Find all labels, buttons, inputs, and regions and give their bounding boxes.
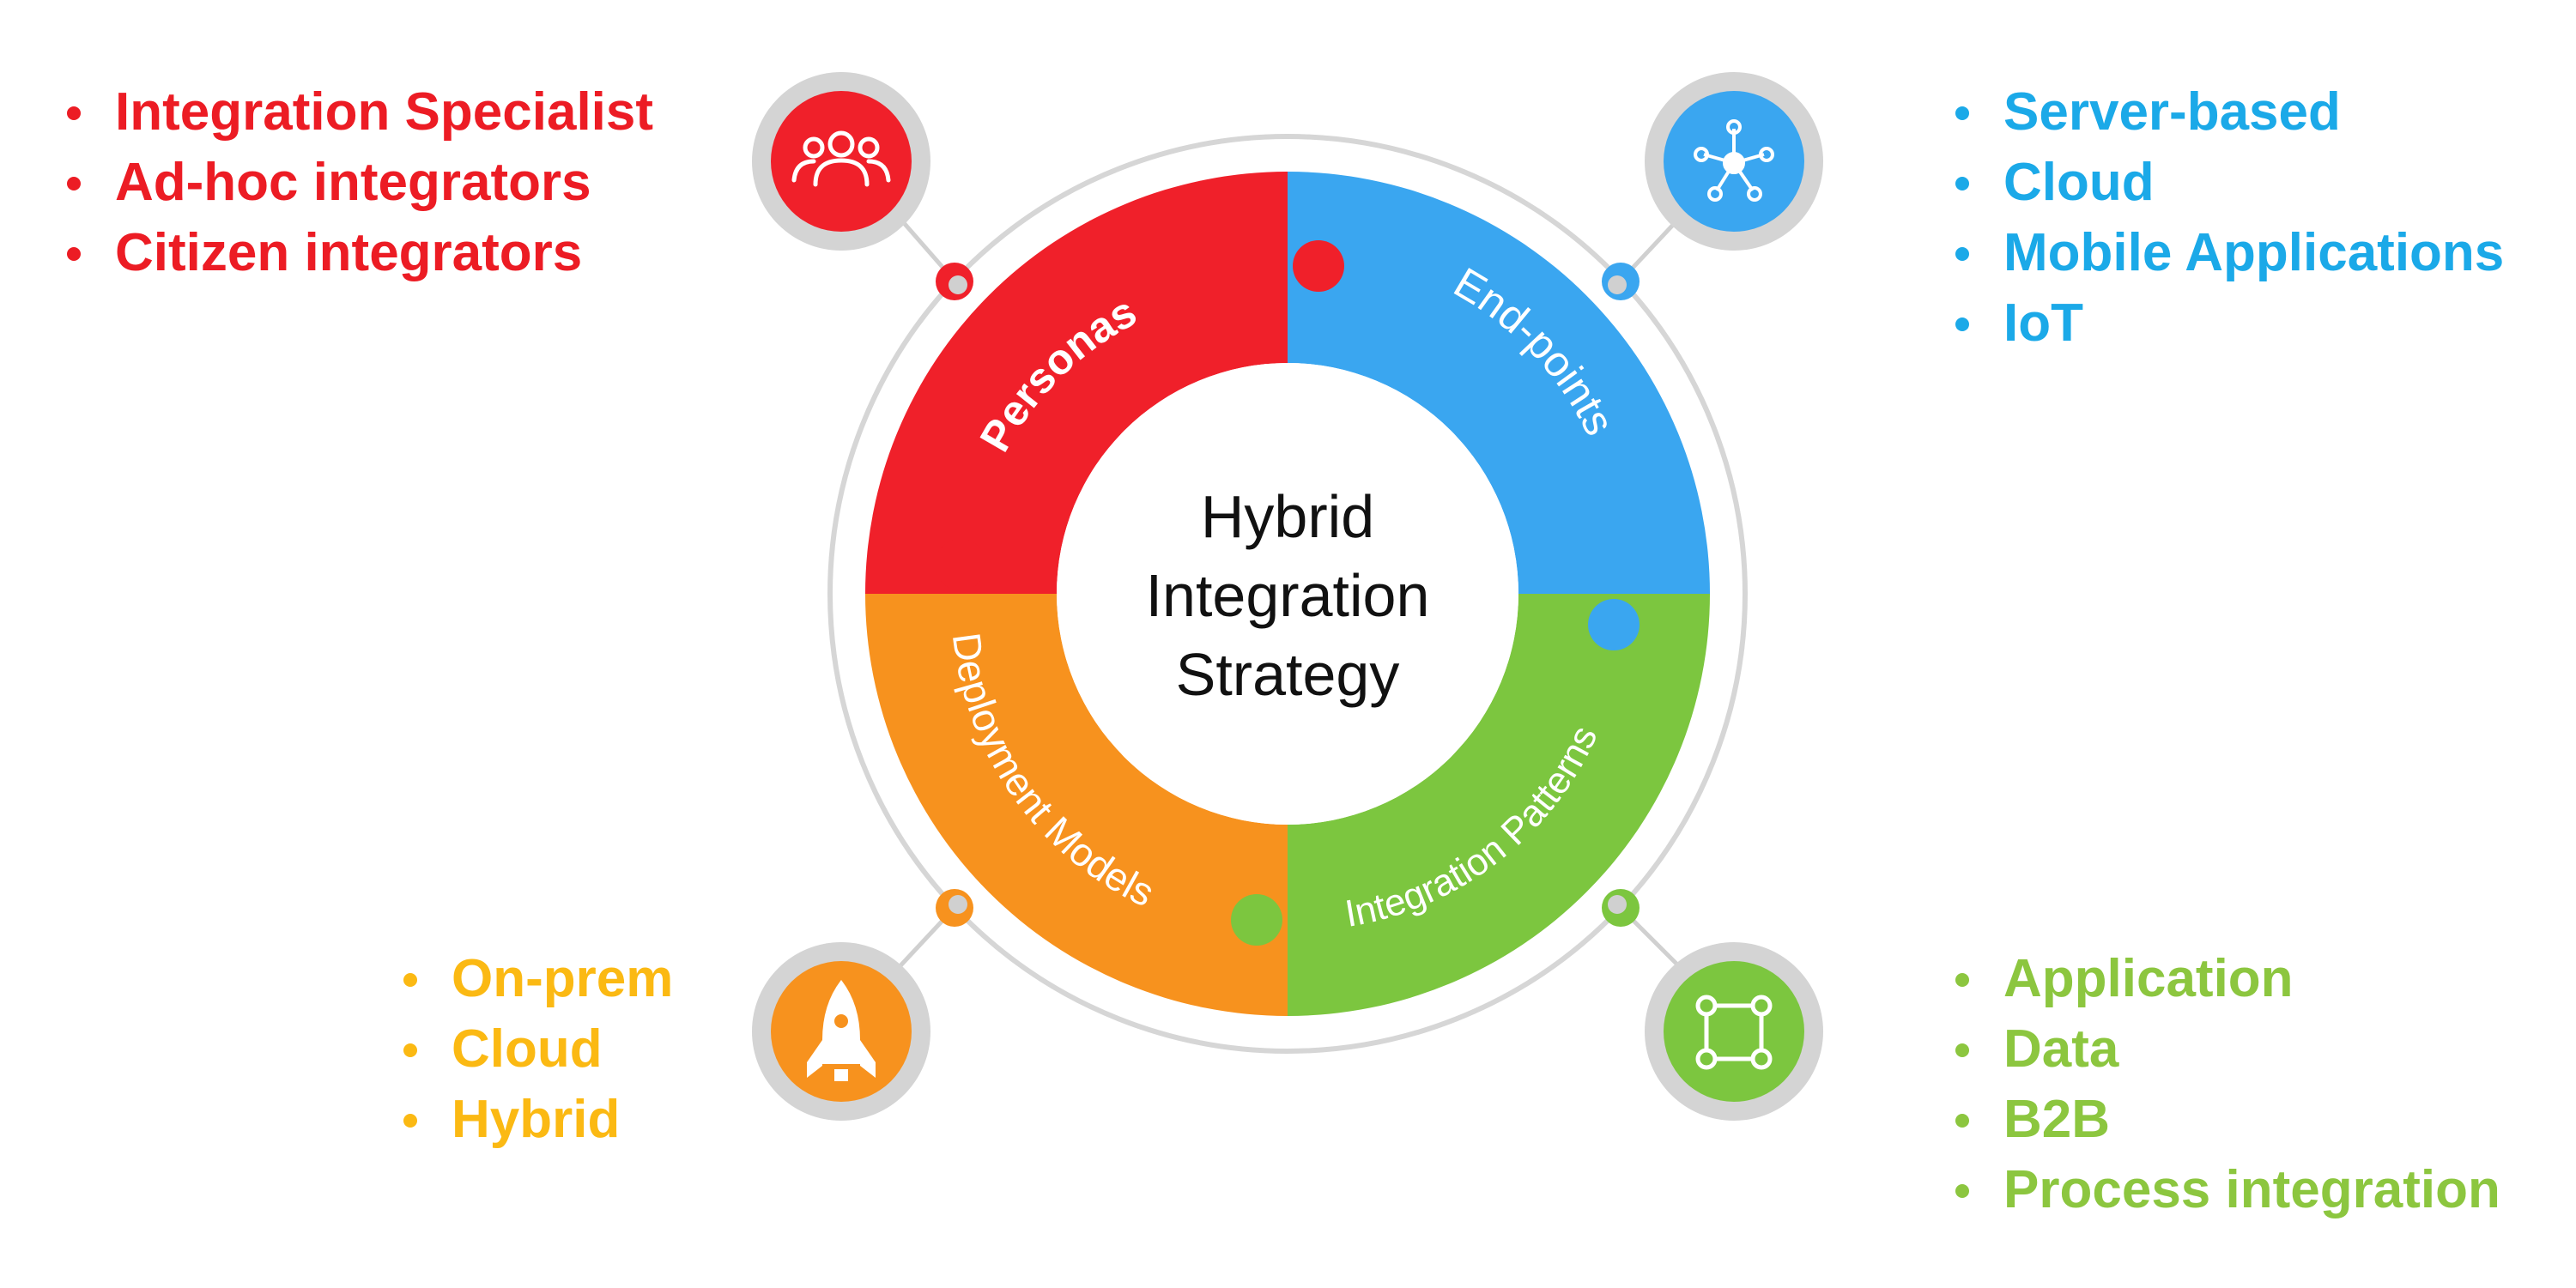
segment-personas <box>865 172 1288 594</box>
bullet-dot <box>1955 973 1969 987</box>
list-item-personas: Integration Specialist <box>67 77 653 148</box>
segment-endpoints <box>1288 172 1710 594</box>
list-item-deployment: Cloud <box>403 1014 673 1085</box>
badge-deployment <box>752 942 930 1121</box>
center-title-line-3: Strategy <box>1176 641 1400 708</box>
bullet-dot <box>403 1114 417 1128</box>
list-item-personas: Citizen integrators <box>67 218 653 288</box>
badge-endpoints <box>1645 72 1823 251</box>
list-item-text: Server-based <box>2003 82 2341 142</box>
bullet-dot <box>67 177 81 190</box>
bullet-dot <box>67 247 81 261</box>
list-item-text: Cloud <box>452 1019 603 1079</box>
segment-integration-patterns <box>1288 594 1710 1016</box>
puzzle-tab <box>1231 894 1282 946</box>
puzzle-tab <box>1588 599 1640 650</box>
bullet-dot <box>1955 247 1969 261</box>
rocket-icon <box>807 980 876 1081</box>
list-item-personas: Ad-hoc integrators <box>67 148 653 218</box>
list-item-endpoints: Mobile Applications <box>1955 218 2504 288</box>
segment-deployment-models <box>865 594 1288 1016</box>
bullet-dot <box>67 106 81 120</box>
list-item-deployment: Hybrid <box>403 1085 673 1155</box>
center-title-line-1: Hybrid <box>1201 483 1374 550</box>
people-group-icon <box>791 130 891 187</box>
center-title-line-2: Integration <box>1146 562 1430 629</box>
list-item-text: Cloud <box>2003 153 2155 212</box>
bullet-dot <box>1955 1043 1969 1057</box>
list-item-text: Citizen integrators <box>115 223 583 282</box>
list-item-text: Hybrid <box>452 1090 621 1149</box>
badge-patterns <box>1645 942 1823 1121</box>
bullet-dot <box>1955 177 1969 190</box>
list-item-patterns: Process integration <box>1955 1155 2500 1225</box>
badge-personas <box>752 72 930 251</box>
list-item-endpoints: Server-based <box>1955 77 2504 148</box>
outer-ring <box>827 134 1748 1054</box>
list-item-text: Data <box>2003 1019 2119 1079</box>
bullet-dot <box>1955 1114 1969 1128</box>
workflow-nodes-icon <box>1695 995 1773 1070</box>
list-item-text: Mobile Applications <box>2003 223 2505 282</box>
list-item-patterns: Data <box>1955 1014 2500 1085</box>
list-item-text: Process integration <box>2003 1160 2500 1219</box>
bullet-dot <box>403 973 417 987</box>
list-item-text: B2B <box>2003 1090 2111 1149</box>
list-item-patterns: B2B <box>1955 1085 2500 1155</box>
list-item-text: IoT <box>2003 293 2083 353</box>
puzzle-tab <box>1293 240 1344 292</box>
bullet-dot <box>403 1043 417 1057</box>
list-item-deployment: On-prem <box>403 944 673 1014</box>
list-item-endpoints: Cloud <box>1955 148 2504 218</box>
network-hub-icon <box>1694 119 1774 202</box>
bullet-dot <box>1955 1184 1969 1198</box>
list-item-text: Ad-hoc integrators <box>115 153 591 212</box>
puzzle-tab <box>935 539 986 590</box>
bullet-dot <box>1955 106 1969 120</box>
list-item-text: Integration Specialist <box>115 82 654 142</box>
list-item-patterns: Application <box>1955 944 2500 1014</box>
list-item-text: Application <box>2003 949 2294 1008</box>
list-item-text: On-prem <box>452 949 674 1008</box>
list-item-endpoints: IoT <box>1955 288 2504 359</box>
center-hole <box>1057 363 1518 825</box>
bullet-dot <box>1955 317 1969 331</box>
